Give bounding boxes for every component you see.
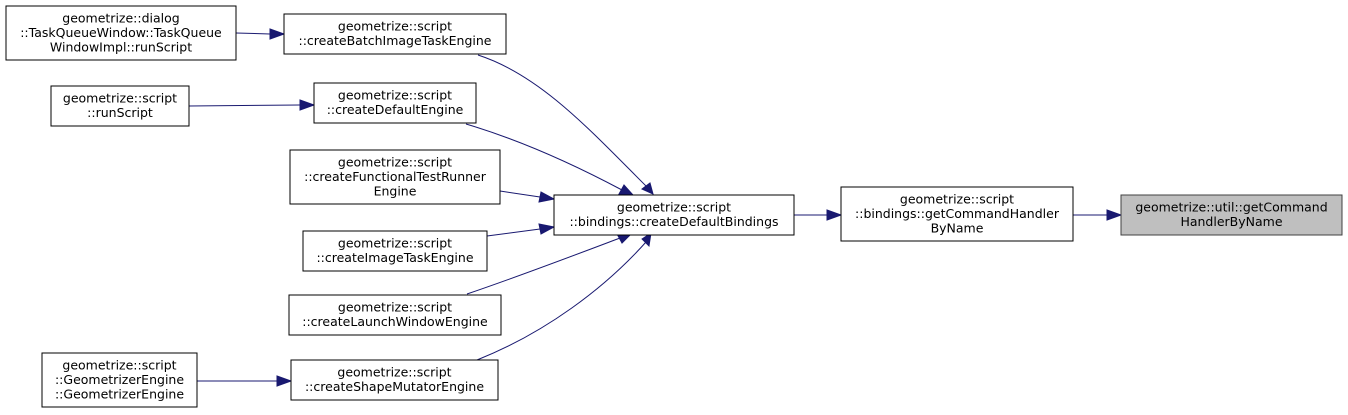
node-box: [5, 5, 237, 61]
node-label-line: geometrize::script: [338, 236, 452, 251]
arrowhead: [299, 99, 316, 111]
node-label-line: ::TaskQueueWindow::TaskQueue: [20, 25, 222, 40]
arrowhead: [1106, 209, 1123, 221]
edge-line: [188, 104, 301, 107]
arrowhead: [269, 28, 286, 40]
node-createBatchImageTaskEngine[interactable]: geometrize::script::createBatchImageTask…: [283, 13, 507, 55]
node-createDefaultBindings[interactable]: geometrize::script::bindings::createDefa…: [553, 194, 795, 236]
node-label-line: geometrize::util::getCommand: [1135, 200, 1327, 215]
edge-geometrizerEngine-to-createShapeMutatorEngine: [197, 375, 293, 387]
nodes-layer: geometrize::util::getCommandHandlerByNam…: [5, 5, 1343, 408]
node-box: [290, 359, 499, 401]
node-label-line: WindowImpl::runScript: [50, 39, 192, 54]
edge-createBatchImageTaskEngine-to-createDefaultBindings: [477, 54, 654, 195]
edge-createLaunchWindowEngine-to-createDefaultBindings: [466, 233, 632, 295]
arrowhead: [538, 191, 556, 203]
arrowhead: [641, 231, 652, 248]
node-box: [50, 85, 190, 127]
edge-line: [476, 241, 647, 361]
node-label-line: ::createDefaultEngine: [327, 102, 464, 117]
node-label-line: ::createBatchImageTaskEngine: [299, 33, 492, 48]
node-label-line: ::GeometrizerEngine: [55, 372, 184, 387]
edge-runScript-to-createDefaultEngine: [188, 99, 316, 111]
node-label-line: geometrize::script: [338, 154, 452, 169]
edge-line: [235, 32, 271, 35]
edge-line: [499, 190, 541, 198]
edge-createDefaultBindings-to-getCommandHandlerByName_bindings: [794, 209, 843, 221]
node-box: [840, 186, 1074, 242]
node-createShapeMutatorEngine[interactable]: geometrize::script::createShapeMutatorEn…: [290, 359, 499, 401]
node-createLaunchWindowEngine[interactable]: geometrize::script::createLaunchWindowEn…: [288, 294, 502, 336]
arrowhead: [538, 223, 556, 235]
node-taskQueueRunScript[interactable]: geometrize::dialog::TaskQueueWindow::Tas…: [5, 5, 237, 61]
node-label-line: ::bindings::createDefaultBindings: [569, 214, 778, 229]
node-label-line: ByName: [931, 220, 984, 235]
node-label-line: ::createShapeMutatorEngine: [305, 379, 484, 394]
edge-createImageTaskEngine-to-createDefaultBindings: [486, 223, 556, 237]
node-label-line: ::bindings::getCommandHandler: [855, 206, 1060, 221]
node-label-line: geometrize::script: [337, 365, 451, 380]
node-label-line: geometrize::script: [62, 357, 176, 372]
node-createImageTaskEngine[interactable]: geometrize::script::createImageTaskEngin…: [302, 230, 488, 272]
node-label-line: geometrize::script: [338, 300, 452, 315]
edge-line: [466, 237, 621, 295]
node-geometrizerEngine[interactable]: geometrize::script::GeometrizerEngine::G…: [41, 352, 198, 408]
node-label-line: geometrize::script: [63, 91, 177, 106]
edge-createShapeMutatorEngine-to-createDefaultBindings: [476, 231, 652, 361]
node-label-line: ::createFunctionalTestRunner: [304, 169, 487, 184]
node-label-line: HandlerByName: [1180, 214, 1282, 229]
node-runScript[interactable]: geometrize::script::runScript: [50, 85, 190, 127]
node-label-line: ::createImageTaskEngine: [316, 250, 473, 265]
edge-line: [486, 228, 541, 237]
node-label-line: geometrize::script: [617, 200, 731, 215]
arrowhead: [618, 184, 635, 196]
edge-taskQueueRunScript-to-createBatchImageTaskEngine: [235, 28, 286, 40]
edge-createFunctionalTestRunnerEngine-to-createDefaultBindings: [499, 190, 556, 203]
node-box: [302, 230, 488, 272]
node-getCommandHandlerByName_util[interactable]: geometrize::util::getCommandHandlerByNam…: [1120, 194, 1343, 236]
edge-getCommandHandlerByName_bindings-to-getCommandHandlerByName_util: [1073, 209, 1123, 221]
edge-line: [465, 123, 623, 191]
node-label-line: geometrize::script: [900, 191, 1014, 206]
node-label-line: geometrize::dialog: [62, 10, 179, 25]
node-label-line: ::createLaunchWindowEngine: [302, 314, 488, 329]
edge-line: [477, 54, 647, 187]
node-createFunctionalTestRunnerEngine[interactable]: geometrize::script::createFunctionalTest…: [289, 149, 501, 205]
arrowhead: [641, 182, 654, 195]
node-createDefaultEngine[interactable]: geometrize::script::createDefaultEngine: [313, 82, 477, 124]
node-box: [289, 149, 501, 205]
node-box: [283, 13, 507, 55]
node-box: [41, 352, 198, 408]
node-box: [1120, 194, 1343, 236]
node-label-line: geometrize::script: [338, 88, 452, 103]
node-label-line: Engine: [374, 183, 417, 198]
arrowhead: [826, 209, 843, 221]
arrowhead: [276, 375, 293, 387]
node-label-line: geometrize::script: [338, 19, 452, 34]
node-box: [553, 194, 795, 236]
node-label-line: ::runScript: [87, 105, 153, 120]
node-label-line: ::GeometrizerEngine: [55, 386, 184, 401]
node-box: [288, 294, 502, 336]
node-getCommandHandlerByName_bindings[interactable]: geometrize::script::bindings::getCommand…: [840, 186, 1074, 242]
node-box: [313, 82, 477, 124]
